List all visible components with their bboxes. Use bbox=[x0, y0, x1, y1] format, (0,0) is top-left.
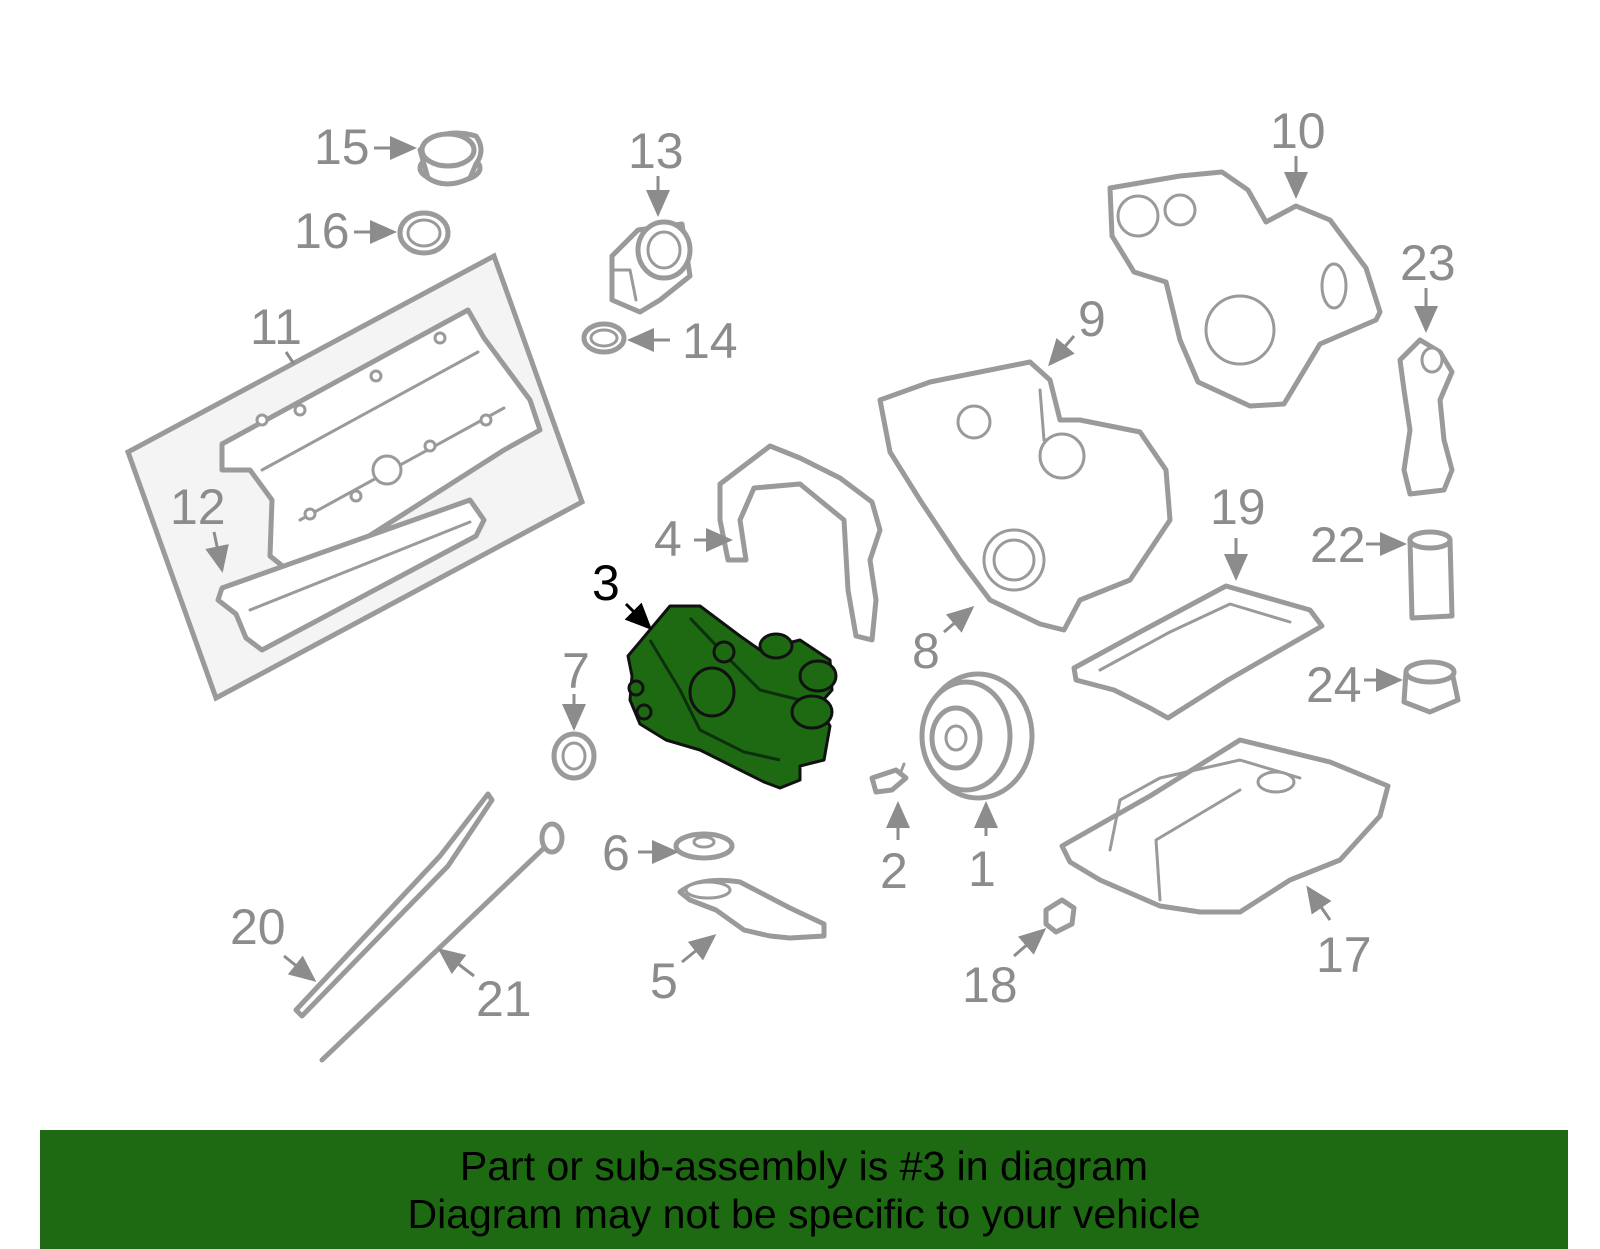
svg-text:3: 3 bbox=[592, 555, 620, 611]
callout-1: 1 bbox=[968, 801, 998, 897]
part-24-filter-cap[interactable] bbox=[1401, 659, 1461, 715]
parts-diagram: 1 2 3 4 5 6 7 8 9 10 11 12 bbox=[124, 103, 1461, 1063]
part-3-oil-pump-housing[interactable] bbox=[626, 604, 838, 790]
callout-22: 22 bbox=[1310, 517, 1407, 573]
svg-text:7: 7 bbox=[562, 643, 590, 699]
part-7-oil-seal[interactable] bbox=[551, 731, 597, 781]
svg-text:8: 8 bbox=[912, 623, 940, 679]
callout-23: 23 bbox=[1400, 235, 1456, 333]
callout-16: 16 bbox=[294, 203, 397, 259]
part-12-valve-cover-gasket[interactable] bbox=[215, 497, 487, 653]
callout-9: 9 bbox=[1048, 291, 1106, 367]
callout-17: 17 bbox=[1306, 885, 1372, 983]
svg-text:12: 12 bbox=[170, 479, 226, 535]
svg-text:13: 13 bbox=[628, 123, 684, 179]
svg-text:14: 14 bbox=[682, 313, 738, 369]
part-2-bolt[interactable] bbox=[869, 762, 909, 795]
callout-14: 14 bbox=[627, 313, 738, 369]
svg-text:6: 6 bbox=[602, 825, 630, 881]
callout-12: 12 bbox=[170, 479, 229, 573]
svg-text:21: 21 bbox=[476, 971, 532, 1027]
info-banner: Part or sub-assembly is #3 in diagram Di… bbox=[40, 1130, 1568, 1249]
part-15-oil-filler-cap[interactable] bbox=[417, 130, 484, 187]
svg-text:24: 24 bbox=[1306, 657, 1362, 713]
callout-7: 7 bbox=[562, 643, 590, 731]
svg-text:18: 18 bbox=[962, 957, 1018, 1013]
svg-text:4: 4 bbox=[654, 511, 682, 567]
callout-8: 8 bbox=[912, 606, 975, 679]
part-13-oil-filler-neck[interactable] bbox=[609, 219, 693, 315]
svg-text:22: 22 bbox=[1310, 517, 1366, 573]
callout-11: 11 bbox=[250, 299, 302, 365]
part-11-valve-cover[interactable] bbox=[124, 252, 586, 702]
part-19-oil-pan-gasket[interactable] bbox=[1071, 583, 1325, 721]
callout-13: 13 bbox=[628, 123, 684, 217]
callout-4: 4 bbox=[654, 511, 733, 567]
svg-text:5: 5 bbox=[650, 953, 678, 1009]
svg-text:17: 17 bbox=[1316, 927, 1372, 983]
part-6-washer[interactable] bbox=[673, 831, 735, 861]
callout-3: 3 bbox=[592, 555, 653, 631]
part-20-dipstick-tube[interactable] bbox=[293, 791, 495, 1019]
callout-6: 6 bbox=[602, 825, 679, 881]
part-1-crankshaft-pulley[interactable] bbox=[919, 671, 1035, 801]
svg-text:9: 9 bbox=[1078, 291, 1106, 347]
callout-15: 15 bbox=[314, 119, 417, 175]
part-5-oil-pickup[interactable] bbox=[677, 877, 827, 941]
banner-line-part: Part or sub-assembly is #3 in diagram bbox=[459, 1142, 1149, 1189]
callout-18: 18 bbox=[962, 928, 1047, 1013]
svg-text:1: 1 bbox=[968, 841, 996, 897]
callout-24: 24 bbox=[1306, 657, 1403, 713]
callout-10: 10 bbox=[1270, 103, 1326, 199]
banner-line-disclaimer: Diagram may not be specific to your vehi… bbox=[407, 1190, 1201, 1237]
part-21-dipstick[interactable] bbox=[319, 821, 565, 1063]
part-10-timing-cover-gasket[interactable] bbox=[1107, 169, 1383, 409]
svg-text:16: 16 bbox=[294, 203, 350, 259]
svg-text:15: 15 bbox=[314, 119, 370, 175]
svg-text:10: 10 bbox=[1270, 103, 1326, 159]
svg-text:19: 19 bbox=[1210, 479, 1266, 535]
part-18-drain-plug[interactable] bbox=[1043, 897, 1077, 935]
svg-text:20: 20 bbox=[230, 899, 286, 955]
svg-text:2: 2 bbox=[880, 843, 908, 899]
part-23-filter-housing[interactable] bbox=[1397, 337, 1455, 497]
part-22-oil-filter[interactable] bbox=[1407, 529, 1455, 621]
part-9-timing-case[interactable] bbox=[877, 359, 1173, 633]
callout-21: 21 bbox=[437, 948, 532, 1027]
svg-text:23: 23 bbox=[1400, 235, 1456, 291]
callout-19: 19 bbox=[1210, 479, 1266, 581]
callout-5: 5 bbox=[650, 934, 717, 1009]
callout-20: 20 bbox=[230, 899, 317, 982]
svg-text:11: 11 bbox=[250, 299, 302, 355]
callout-2: 2 bbox=[880, 801, 910, 899]
part-17-oil-pan[interactable] bbox=[1059, 737, 1391, 915]
part-14-o-ring[interactable] bbox=[581, 321, 627, 355]
part-16-seal-ring[interactable] bbox=[397, 210, 451, 256]
part-4-gasket[interactable] bbox=[717, 443, 883, 643]
